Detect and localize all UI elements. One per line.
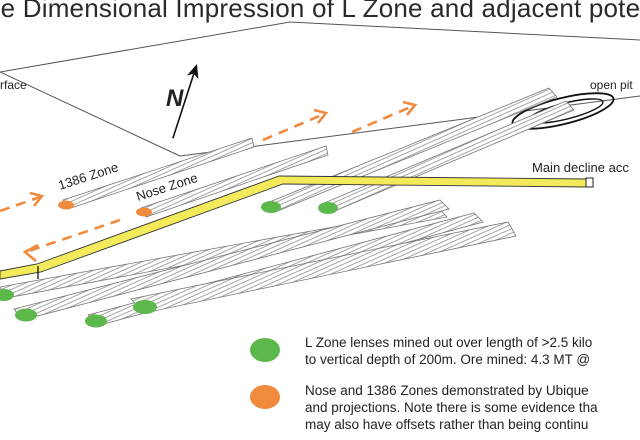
legend-line: may also have offsets rather than being …: [305, 417, 589, 432]
diagram-title: ee Dimensional Impression of L Zone and …: [0, 0, 640, 23]
lens-1: [266, 87, 558, 213]
target-end-cap: [136, 207, 152, 217]
lens-2: [321, 100, 575, 214]
orange-arrow: [22, 218, 121, 263]
open-pit-label: open pit: [590, 78, 633, 92]
legend-item-nose-1386: Nose and 1386 Zones demonstrated by Ubiq…: [305, 382, 640, 433]
main-decline-label: Main decline acc: [532, 160, 629, 175]
lens-end-caps: [0, 201, 338, 328]
orange-arrow: [0, 191, 45, 213]
legend-line: and projections. Note there is some evid…: [305, 400, 598, 415]
legend-orange-dot: [250, 385, 280, 409]
orange-arrow: [351, 100, 418, 134]
legend-line: to vertical depth of 200m. Ore mined: 4.…: [305, 352, 591, 367]
target-end-caps: [58, 200, 152, 217]
lens-end-cap: [133, 300, 157, 314]
lens-end-cap: [85, 314, 107, 328]
lens-end-cap: [261, 201, 281, 213]
l-zone-lenses: [0, 87, 575, 327]
lens-end-cap: [0, 289, 14, 301]
north-label: N: [166, 85, 184, 112]
orange-arrow: [262, 108, 329, 142]
north-arrow: [172, 64, 199, 139]
surface-plane: [0, 21, 640, 157]
direction-arrows: [0, 100, 418, 263]
legend-line: Nose and 1386 Zones demonstrated by Ubiq…: [305, 383, 589, 398]
lens-end-cap: [15, 308, 37, 322]
main-decline: [0, 175, 594, 280]
lens-end-cap: [318, 202, 338, 214]
target-end-cap: [58, 200, 74, 210]
legend-line: L Zone lenses mined out over length of >…: [305, 335, 593, 350]
legend-item-l-zone: L Zone lenses mined out over length of >…: [305, 334, 640, 368]
legend-green-dot: [250, 338, 280, 362]
surface-label: rface: [0, 78, 27, 92]
